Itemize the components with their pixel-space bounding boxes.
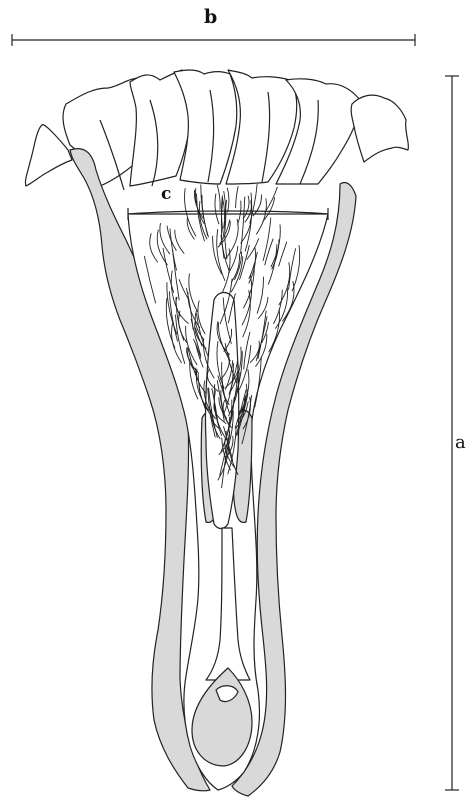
petal-far-right bbox=[351, 95, 408, 162]
throat-hair bbox=[217, 185, 220, 209]
throat-hair bbox=[227, 188, 229, 212]
petal-left bbox=[25, 125, 72, 186]
throat-hair bbox=[236, 187, 239, 208]
label-c: c bbox=[161, 186, 171, 203]
label-a: a bbox=[455, 434, 466, 452]
dimension-b bbox=[12, 34, 415, 46]
label-b: b bbox=[204, 8, 217, 27]
